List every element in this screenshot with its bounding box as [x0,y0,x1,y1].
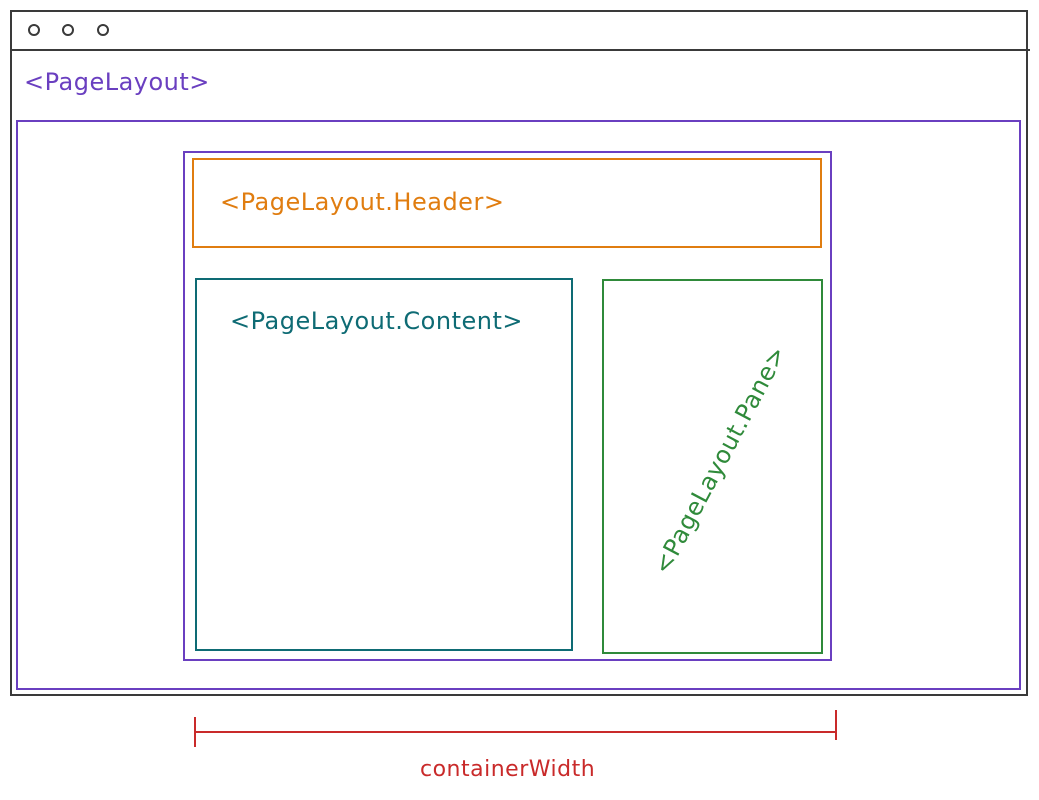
page-layout-region [16,120,1021,690]
page-layout-label: <PageLayout> [24,68,210,96]
browser-window-frame [10,10,1028,696]
container-width-line [195,731,837,733]
container-width-left-tick [194,717,196,747]
window-control-icon [62,24,74,36]
page-layout-content-label: <PageLayout.Content> [230,307,523,335]
container-width-label: containerWidth [420,757,596,782]
page-layout-header-label: <PageLayout.Header> [220,188,505,216]
page-layout-content-region [195,278,573,651]
container-width-right-tick [835,710,837,740]
page-layout-container [183,151,832,661]
window-control-icon [28,24,40,36]
window-control-icon [97,24,109,36]
titlebar-divider [12,49,1030,51]
page-layout-pane-region [602,279,823,654]
page-layout-header-region [192,158,822,248]
